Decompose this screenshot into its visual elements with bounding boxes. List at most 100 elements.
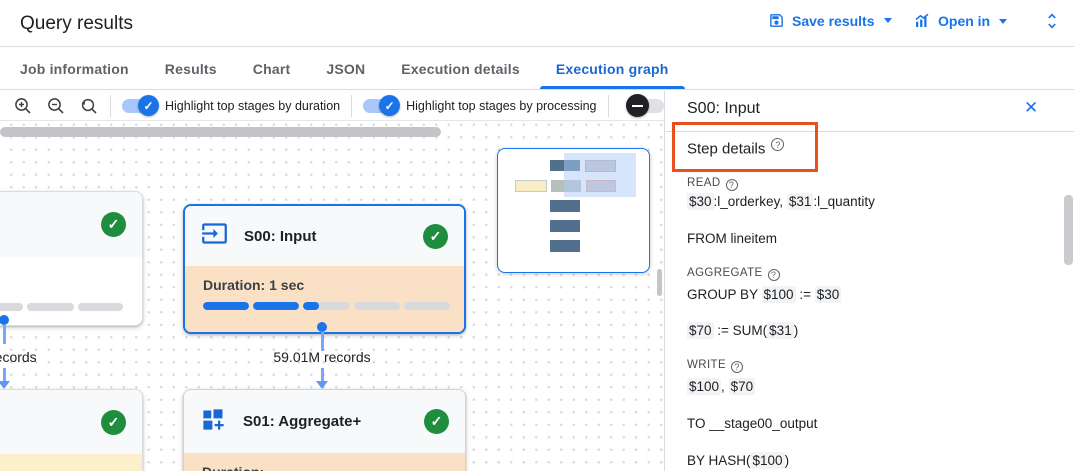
stage-progress-bar bbox=[203, 302, 451, 310]
stage-progress-bar bbox=[0, 303, 127, 311]
highlight-duration-label: Highlight top stages by duration bbox=[165, 98, 341, 113]
variable-token: $100 bbox=[750, 452, 785, 469]
zoom-out-button[interactable] bbox=[46, 96, 66, 116]
field-label-aggregate: AGGREGATE? bbox=[687, 267, 780, 281]
from-value: FROM lineitem bbox=[687, 231, 777, 246]
value-text: :l_orderkey, bbox=[713, 194, 787, 209]
chart-insights-icon bbox=[913, 12, 931, 30]
progress-segment bbox=[403, 302, 451, 310]
variable-token: $31 bbox=[786, 193, 814, 210]
value-text: FROM lineitem bbox=[687, 231, 778, 246]
zoom-reset-icon bbox=[81, 98, 97, 114]
field-label-text: AGGREGATE bbox=[687, 267, 763, 279]
tab-label: JSON bbox=[326, 60, 366, 77]
input-stage-icon bbox=[201, 220, 228, 252]
stage-card-s01-aggregate[interactable]: S01: Aggregate+ ✓ Duration: bbox=[183, 389, 466, 471]
highlight-duration-toggle[interactable]: ✓ bbox=[122, 95, 159, 116]
canvas-vertical-scrollbar-thumb[interactable] bbox=[657, 269, 662, 296]
minimap-viewport-overlay[interactable] bbox=[564, 153, 636, 197]
graph-minimap[interactable] bbox=[497, 148, 650, 273]
progress-segment bbox=[353, 302, 400, 310]
by-hash-value: BY HASH($100) bbox=[687, 452, 790, 469]
value-text: GROUP BY bbox=[687, 287, 762, 302]
stage-card-partial-bottom-left[interactable]: ✓ bbox=[0, 389, 143, 471]
open-in-button[interactable]: Open in bbox=[913, 12, 1008, 30]
group-by-value: GROUP BY $100 := $30 bbox=[687, 286, 842, 303]
value-text: := SUM( bbox=[713, 323, 768, 338]
value-text: := bbox=[795, 287, 815, 302]
zoom-reset-button[interactable] bbox=[79, 96, 99, 116]
tab-execution-details[interactable]: Execution details bbox=[383, 48, 538, 89]
tab-execution-graph[interactable]: Execution graph bbox=[538, 48, 687, 89]
minimap-stage-block bbox=[550, 240, 580, 252]
toggle-check-knob: ✓ bbox=[379, 95, 401, 116]
step-details-label: Step details bbox=[687, 140, 766, 158]
highlight-processing-toggle[interactable]: ✓ bbox=[363, 95, 401, 116]
toolbar-divider bbox=[351, 94, 353, 117]
status-check-icon: ✓ bbox=[424, 409, 449, 434]
help-icon[interactable]: ? bbox=[725, 179, 738, 191]
edge-arrowhead-icon bbox=[0, 381, 10, 389]
edge-line bbox=[320, 368, 324, 381]
stage-card-header: ✓ bbox=[0, 390, 142, 454]
save-results-button[interactable]: Save results bbox=[768, 12, 892, 29]
third-highlight-toggle-off[interactable] bbox=[625, 94, 664, 117]
variable-token: $31 bbox=[767, 322, 794, 339]
read-value: $30:l_orderkey, $31:l_quantity bbox=[687, 193, 875, 210]
caret-down-icon bbox=[999, 18, 1008, 24]
help-icon[interactable]: ? bbox=[731, 361, 744, 373]
edge-line bbox=[320, 332, 324, 351]
field-label-text: READ bbox=[687, 177, 721, 189]
progress-segment bbox=[203, 302, 250, 310]
status-check-icon: ✓ bbox=[101, 212, 126, 237]
duration-label: Duration: 1 sec bbox=[203, 277, 305, 293]
caret-down-icon bbox=[883, 18, 892, 23]
edge-records-label: records bbox=[0, 349, 37, 365]
minimap-stage-block bbox=[515, 180, 547, 192]
tab-chart[interactable]: Chart bbox=[235, 48, 309, 89]
sum-value: $70 := SUM($31) bbox=[687, 322, 798, 339]
close-icon[interactable]: ✕ bbox=[1024, 98, 1039, 117]
variable-token: $100 bbox=[761, 286, 796, 303]
progress-segment bbox=[0, 303, 23, 311]
tab-job-information[interactable]: Job information bbox=[2, 48, 147, 89]
toolbar-divider bbox=[110, 94, 111, 117]
open-in-label: Open in bbox=[938, 13, 991, 29]
field-label-write: WRITE? bbox=[687, 359, 744, 373]
expand-collapse-button[interactable] bbox=[1042, 11, 1062, 31]
progress-fill bbox=[203, 302, 250, 310]
tab-json[interactable]: JSON bbox=[308, 48, 383, 89]
unfold-more-icon bbox=[1042, 11, 1062, 31]
zoom-in-button[interactable] bbox=[13, 96, 33, 116]
aggregate-stage-icon bbox=[200, 406, 227, 438]
variable-token: $100 bbox=[687, 378, 722, 395]
field-label-read: READ? bbox=[687, 177, 738, 191]
results-tab-bar: Job information Results Chart JSON Execu… bbox=[0, 48, 1074, 90]
step-details-title: Step details? bbox=[687, 138, 785, 158]
value-text: ) bbox=[784, 453, 790, 468]
edge-records-label: 59.01M records bbox=[273, 349, 371, 365]
stage-card-partial-top-left[interactable]: ✓ bbox=[0, 191, 143, 326]
value-text: BY HASH( bbox=[687, 453, 751, 468]
stage-card-title: S01: Aggregate+ bbox=[243, 413, 362, 430]
save-results-label: Save results bbox=[792, 12, 875, 29]
toggle-check-knob: ✓ bbox=[138, 95, 159, 116]
stage-card-body bbox=[0, 454, 142, 471]
help-icon[interactable]: ? bbox=[771, 138, 785, 151]
value-text: , bbox=[721, 379, 729, 394]
panel-title: S00: Input bbox=[687, 100, 760, 117]
stage-card-s00-input[interactable]: S00: Input ✓ Duration: 1 sec bbox=[183, 204, 466, 334]
progress-segment bbox=[303, 302, 350, 310]
execution-graph-canvas[interactable]: ✓ records ✓ S00: Input ✓ bbox=[0, 122, 664, 471]
graph-toolbar: ✓ Highlight top stages by duration ✓ Hig… bbox=[0, 91, 664, 121]
help-icon[interactable]: ? bbox=[767, 269, 780, 281]
panel-vertical-scrollbar-thumb[interactable] bbox=[1064, 195, 1073, 265]
tab-results[interactable]: Results bbox=[147, 48, 235, 89]
progress-segment bbox=[253, 302, 300, 310]
edge-source-dot bbox=[317, 322, 327, 332]
panel-header-divider bbox=[666, 131, 1074, 132]
tab-label: Results bbox=[164, 60, 217, 77]
horizontal-scrollbar-thumb[interactable] bbox=[0, 127, 441, 137]
page-title: Query results bbox=[20, 13, 133, 34]
